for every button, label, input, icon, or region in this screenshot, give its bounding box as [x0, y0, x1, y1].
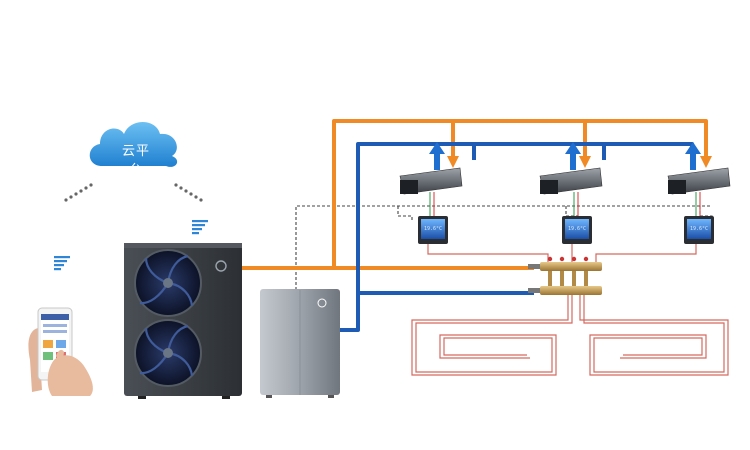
- hot-water-pipe: [240, 119, 708, 270]
- fan-coil-unit-3: [667, 142, 731, 195]
- cold-water-pipe: [340, 142, 694, 332]
- fan-icon: [134, 319, 202, 387]
- cloud-platform-label: 云平台: [121, 144, 150, 178]
- thermostat-reading: 19.6°C: [423, 226, 443, 232]
- thermostat-2: [562, 216, 592, 244]
- thermostat-1: [418, 216, 448, 244]
- fan-icon: [134, 249, 202, 317]
- heat-pump-unit: [124, 243, 242, 399]
- cloud-icon: [89, 122, 178, 167]
- hot-pipe-arrows: [447, 156, 712, 168]
- fan-coil-unit-2: [539, 142, 603, 195]
- thermostat-3: [684, 216, 714, 244]
- thermostat-wires: [429, 192, 701, 216]
- thermostat-reading: 19.6°C: [689, 226, 709, 232]
- cloud-connection-dots: [64, 183, 203, 202]
- heat-pump-logo-icon: [215, 260, 227, 272]
- fan-coil-unit-1: [399, 142, 463, 195]
- water-tank: [260, 289, 340, 398]
- floor-heating-coil-icon: [411, 290, 729, 376]
- supply-arrow-icon: [685, 142, 701, 170]
- thermostat-reading: 19.6°C: [567, 226, 587, 232]
- supply-arrow-icon: [429, 142, 445, 170]
- supply-arrow-icon: [565, 142, 581, 170]
- wifi-signal-icon: [54, 256, 70, 271]
- manifold-icon: [528, 256, 602, 295]
- wifi-signal-icon: [192, 220, 208, 235]
- smartphone-icon: [28, 307, 93, 396]
